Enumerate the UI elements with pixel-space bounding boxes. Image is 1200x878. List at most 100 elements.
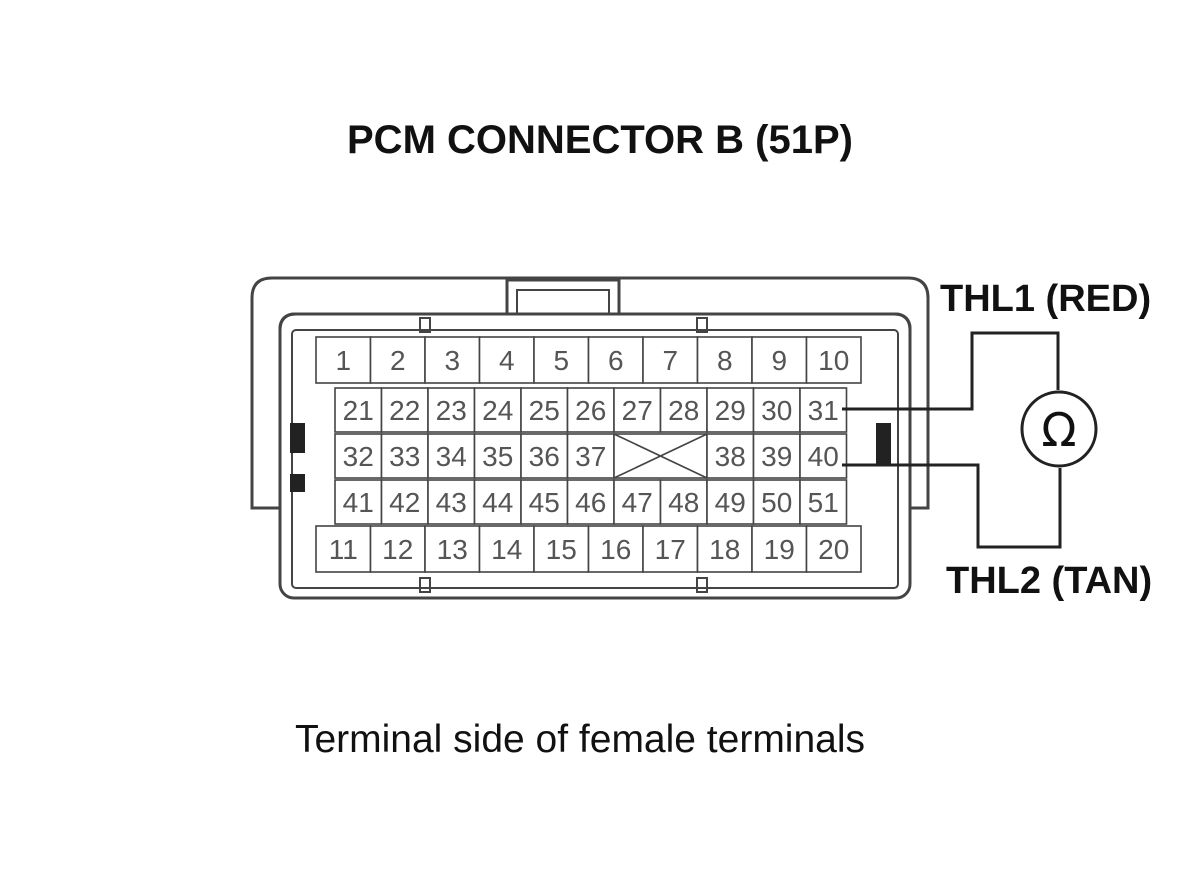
terminal-number: 6 bbox=[608, 345, 624, 376]
terminal-number: 15 bbox=[546, 534, 577, 565]
terminal-number: 47 bbox=[622, 487, 653, 518]
terminal-number: 46 bbox=[575, 487, 606, 518]
probe-label-thl2: THL2 (TAN) bbox=[946, 560, 1153, 602]
terminal-cell: 42 bbox=[380, 479, 429, 525]
ohm-symbol: Ω bbox=[1041, 403, 1076, 457]
terminal-cell: 7 bbox=[642, 336, 699, 384]
terminal-cell: 46 bbox=[566, 479, 615, 525]
terminal-number: 22 bbox=[389, 395, 420, 426]
terminal-cell: 2 bbox=[369, 336, 426, 384]
terminal-number: 35 bbox=[482, 441, 513, 472]
lock-tab-right bbox=[876, 423, 891, 465]
terminal-cell: 43 bbox=[427, 479, 476, 525]
terminal-cell: 18 bbox=[696, 525, 753, 573]
terminal-cell: 30 bbox=[752, 387, 801, 433]
lock-tab-left-upper bbox=[290, 423, 305, 453]
terminal-number: 28 bbox=[668, 395, 699, 426]
probe-wires bbox=[842, 331, 1062, 549]
terminal-cell: 28 bbox=[659, 387, 708, 433]
terminal-cell: 33 bbox=[380, 433, 429, 479]
terminal-cell: 8 bbox=[696, 336, 753, 384]
terminal-number: 13 bbox=[437, 534, 468, 565]
terminal-number: 37 bbox=[575, 441, 606, 472]
terminal-cell: 47 bbox=[613, 479, 662, 525]
terminal-number: 42 bbox=[389, 487, 420, 518]
terminal-cell: 48 bbox=[659, 479, 708, 525]
terminal-cell: 29 bbox=[706, 387, 755, 433]
probe-label-thl1: THL1 (RED) bbox=[940, 278, 1152, 320]
terminal-number: 23 bbox=[436, 395, 467, 426]
terminal-cell: 44 bbox=[473, 479, 522, 525]
terminal-cell: 24 bbox=[473, 387, 522, 433]
terminal-number: 21 bbox=[343, 395, 374, 426]
terminal-cell: 13 bbox=[424, 525, 481, 573]
terminal-cell: 3 bbox=[424, 336, 481, 384]
terminal-cell: 45 bbox=[520, 479, 569, 525]
terminal-number: 8 bbox=[717, 345, 733, 376]
terminal-number: 17 bbox=[655, 534, 686, 565]
connector-housing bbox=[250, 276, 930, 600]
terminal-number: 31 bbox=[808, 395, 839, 426]
terminal-cell: 36 bbox=[520, 433, 569, 479]
terminal-number: 48 bbox=[668, 487, 699, 518]
terminal-number: 5 bbox=[553, 345, 569, 376]
terminal-number: 2 bbox=[390, 345, 406, 376]
terminal-number: 16 bbox=[600, 534, 631, 565]
terminal-number: 11 bbox=[329, 534, 358, 565]
terminal-cell: 49 bbox=[706, 479, 755, 525]
terminal-number: 45 bbox=[529, 487, 560, 518]
terminal-cell: 34 bbox=[427, 433, 476, 479]
terminal-number: 33 bbox=[389, 441, 420, 472]
terminal-number: 38 bbox=[715, 441, 746, 472]
terminal-number: 18 bbox=[709, 534, 740, 565]
terminal-cell: 51 bbox=[799, 479, 848, 525]
terminal-cell: 40 bbox=[799, 433, 848, 479]
terminal-cell: 38 bbox=[706, 433, 755, 479]
ohmmeter-icon: Ω bbox=[1020, 390, 1098, 468]
probe-wire-thl2 bbox=[842, 463, 1062, 549]
terminal-number: 12 bbox=[382, 534, 413, 565]
diagram-caption: Terminal side of female terminals bbox=[294, 718, 866, 761]
terminal-cell: 10 bbox=[805, 336, 862, 384]
terminal-cell: 39 bbox=[752, 433, 801, 479]
terminal-cell: 12 bbox=[369, 525, 426, 573]
terminal-cell: 41 bbox=[334, 479, 383, 525]
terminal-number: 26 bbox=[575, 395, 606, 426]
terminal-cell: 5 bbox=[533, 336, 590, 384]
terminal-cell: 4 bbox=[478, 336, 535, 384]
terminal-cell: 19 bbox=[751, 525, 808, 573]
terminal-cell: 1 bbox=[315, 336, 372, 384]
terminal-cell: 15 bbox=[533, 525, 590, 573]
terminal-cell: 20 bbox=[805, 525, 862, 573]
terminal-number: 43 bbox=[436, 487, 467, 518]
terminal-cell: 26 bbox=[566, 387, 615, 433]
terminal-cell: 16 bbox=[587, 525, 644, 573]
terminal-cell: 31 bbox=[799, 387, 848, 433]
terminal-number: 41 bbox=[343, 487, 374, 518]
terminal-number: 50 bbox=[761, 487, 792, 518]
terminal-number: 49 bbox=[715, 487, 746, 518]
terminal-number: 39 bbox=[761, 441, 792, 472]
terminal-cell: 9 bbox=[751, 336, 808, 384]
terminal-cell: 50 bbox=[752, 479, 801, 525]
terminal-number: 36 bbox=[529, 441, 560, 472]
terminal-number: 10 bbox=[818, 345, 849, 376]
terminal-number: 1 bbox=[335, 345, 351, 376]
terminal-cell: 35 bbox=[473, 433, 522, 479]
terminal-number: 30 bbox=[761, 395, 792, 426]
probe-wire-thl1 bbox=[842, 331, 1060, 411]
terminal-number: 19 bbox=[764, 534, 795, 565]
terminal-number: 27 bbox=[622, 395, 653, 426]
terminal-cell: 11 bbox=[315, 525, 372, 573]
terminal-cell: 17 bbox=[642, 525, 699, 573]
terminal-cell: 27 bbox=[613, 387, 662, 433]
lock-tab-left-lower bbox=[290, 474, 305, 492]
terminal-cell: 21 bbox=[334, 387, 383, 433]
terminal-number: 20 bbox=[818, 534, 849, 565]
terminal-number: 9 bbox=[771, 345, 787, 376]
diagram-title: PCM CONNECTOR B (51P) bbox=[347, 118, 853, 162]
terminal-number: 25 bbox=[529, 395, 560, 426]
terminal-cell: 37 bbox=[566, 433, 615, 479]
terminal-number: 32 bbox=[343, 441, 374, 472]
